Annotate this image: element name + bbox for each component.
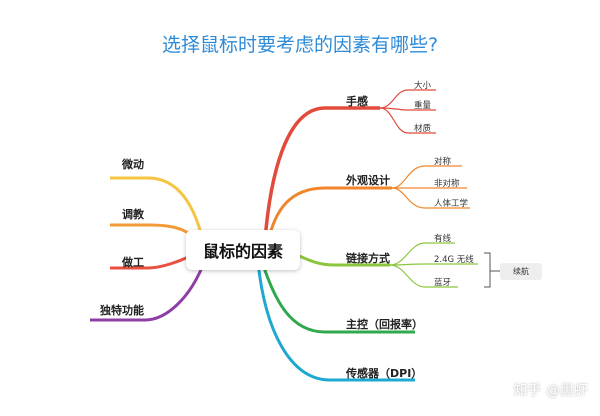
left-topic-tiaojiao: 调教 <box>122 208 144 221</box>
sub-branch-connect-2 <box>389 263 478 266</box>
branch-feel <box>263 106 380 241</box>
topic-sensor: 传感器（DPI） <box>346 367 423 380</box>
note-bracket <box>484 252 500 288</box>
subtopic-wireless: 2.4G 无线 <box>434 255 474 265</box>
diagram-title: 选择鼠标时要考虑的因素有哪些? <box>161 34 439 56</box>
subtopic-bluetooth: 蓝牙 <box>434 278 452 288</box>
subtopic-weight: 重量 <box>414 101 432 111</box>
note-battery-life: 续航 <box>500 263 542 280</box>
sub-branch-feel-1 <box>379 89 436 109</box>
sub-branch-connect-1 <box>389 242 455 266</box>
central-topic: 鼠标的因素 <box>186 230 300 270</box>
sub-branch-feel-2 <box>379 107 436 111</box>
topic-look: 外观设计 <box>346 174 390 187</box>
left-topic-unique: 独特功能 <box>100 304 144 317</box>
branch-sensor <box>256 261 415 382</box>
branch-left-unique <box>90 259 207 322</box>
sub-branch-connect-3 <box>389 264 458 288</box>
topic-feel: 手感 <box>346 95 368 108</box>
topic-connect: 链接方式 <box>346 252 390 265</box>
sub-branch-feel-3 <box>379 107 436 134</box>
subtopic-asymmetric: 非对称 <box>434 179 460 189</box>
subtopic-ergonomic: 人体工学 <box>434 199 469 209</box>
subtopic-material: 材质 <box>414 124 432 134</box>
topic-control: 主控（回报率） <box>346 318 423 331</box>
subtopic-size: 大小 <box>414 81 432 91</box>
left-topic-zuogong: 做工 <box>122 256 144 269</box>
left-topic-weidong: 微动 <box>122 158 144 171</box>
branch-control <box>260 261 415 334</box>
sub-branch-look-3 <box>391 187 470 209</box>
watermark: 知乎 @黑虾 <box>513 383 588 399</box>
sub-branch-look-1 <box>391 165 462 189</box>
subtopic-wired: 有线 <box>434 234 452 244</box>
subtopic-symmetric: 对称 <box>434 157 452 167</box>
